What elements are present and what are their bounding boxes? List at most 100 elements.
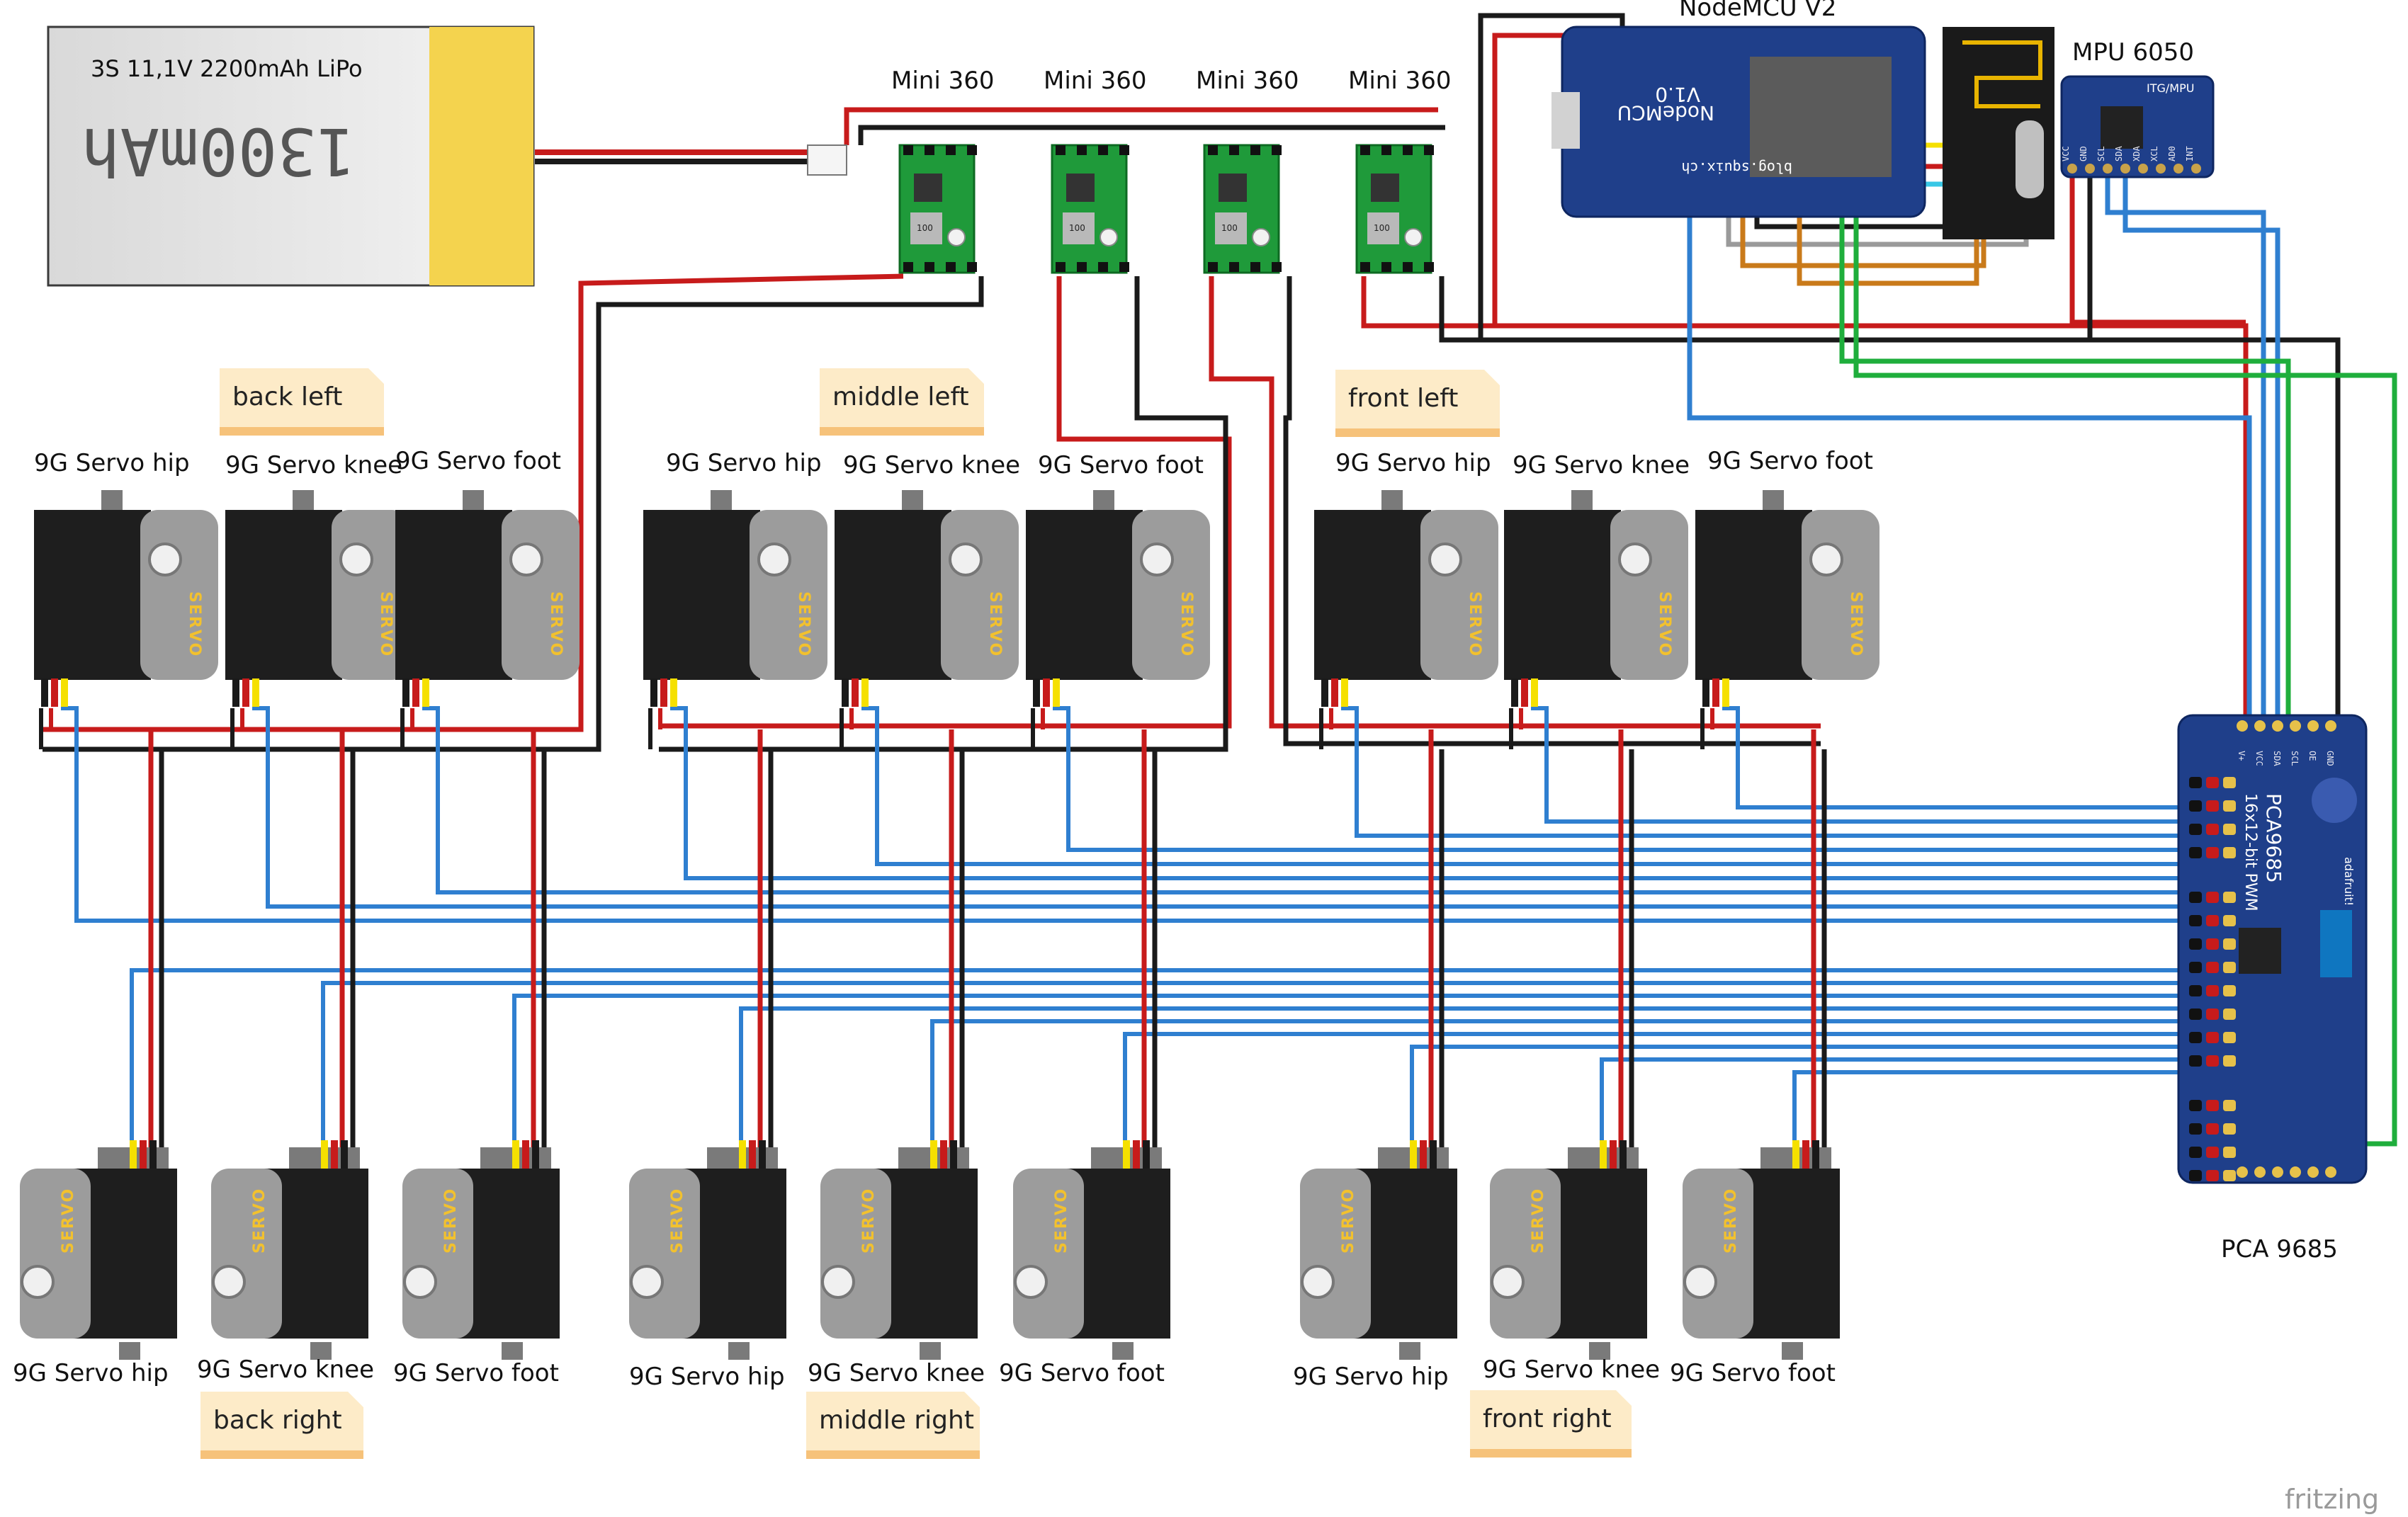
note-middle-right: middle right [806, 1392, 980, 1459]
nodemcu-url-text: blog.squix.ch [1681, 159, 1792, 176]
regulator-chip [1367, 212, 1399, 244]
servo-top-foot: SERVO [1026, 490, 1210, 707]
servo-lead [1430, 1140, 1437, 1169]
servo-horn [148, 542, 182, 576]
servo-lead [1420, 1140, 1427, 1169]
servo-signal-wire [1410, 1045, 2186, 1140]
regulator-pin [1098, 145, 1108, 155]
regulator-inductor [1219, 174, 1247, 202]
nodemcu-green-wire [1839, 205, 2291, 740]
pca-pin-label: SDA [2272, 751, 2282, 766]
servo-lead [1610, 1140, 1617, 1169]
servo-label-hip: 9G Servo hip [1293, 1363, 1449, 1391]
mpu-pin-label: INT [2185, 146, 2195, 161]
servo-word: SERVO [1053, 1188, 1070, 1254]
servo-bottom-foot: SERVO [1013, 1140, 1170, 1360]
fritzing-watermark: fritzing [2285, 1484, 2379, 1515]
servo-lead [61, 678, 68, 707]
servo-mount-tab [463, 490, 484, 511]
servo-lead [759, 1140, 766, 1169]
note-middle-left: middle left [820, 368, 984, 436]
pca-channel-pin [2223, 985, 2236, 996]
mpu-pin [2067, 164, 2077, 174]
servo-side-plate [1610, 510, 1688, 680]
pca-channel-pin [2223, 1170, 2236, 1181]
pca-channel-pin [2189, 1147, 2202, 1158]
servo-lead [842, 678, 849, 707]
regulator-label: Mini 360 [1044, 67, 1146, 95]
servo-signal-wire [252, 706, 2186, 909]
servo-lead [149, 1140, 157, 1169]
servo-signal-wire [61, 706, 2186, 923]
servo-horn [949, 542, 983, 576]
servo-lead [1722, 678, 1729, 707]
servo-word: SERVO [1530, 1188, 1547, 1254]
servo-lead [1043, 678, 1050, 707]
servo-mount-tab [101, 490, 123, 511]
servo-mount-tab [1589, 1342, 1610, 1360]
mpu-pin-label: AD0 [2167, 146, 2177, 161]
reg2-black-out [659, 276, 1228, 752]
servo-word: SERVO [1177, 591, 1195, 657]
pca-channel-pin [2189, 1032, 2202, 1043]
servo-word: SERVO [1722, 1188, 1740, 1254]
pca-pin [2325, 720, 2336, 732]
servo-signal-wire [512, 994, 2186, 1140]
servo-lead [670, 678, 677, 707]
servo-side-plate [1013, 1169, 1084, 1339]
regulator-pin [925, 262, 934, 272]
pca-board-text: PCA9685 [2262, 793, 2285, 883]
pca-channel-pin [2206, 892, 2219, 903]
pca-channel-pin [2223, 892, 2236, 903]
regulator-pin [1403, 262, 1413, 272]
servo-label-hip: 9G Servo hip [1335, 449, 1491, 477]
servo-word: SERVO [1847, 591, 1865, 657]
servo-horn [212, 1265, 246, 1299]
servo-mount-tab [293, 490, 314, 511]
note-bar [806, 1450, 980, 1459]
servo-signal-wire [739, 1006, 2186, 1140]
pca-board-subtext: 16x12-bit PWM [2242, 793, 2259, 911]
pca-channel-pin [2189, 1055, 2202, 1067]
mpu-label: MPU 6050 [2072, 38, 2194, 67]
servo-lead [242, 678, 249, 707]
servo-bottom-hip: SERVO [20, 1140, 177, 1360]
note-bar [200, 1450, 363, 1459]
servo-horn [339, 542, 373, 576]
pca-channel-pin [2206, 1123, 2219, 1135]
servo-top-foot: SERVO [1695, 490, 1880, 707]
servo-lead [522, 1140, 529, 1169]
servo-lead [1053, 678, 1060, 707]
pca-channel-pin [2189, 800, 2202, 812]
servo-lead [1712, 678, 1719, 707]
servo-label-knee: 9G Servo knee [1483, 1356, 1660, 1384]
nodemcu-esp-module [1750, 57, 1892, 177]
servo-horn [1618, 542, 1652, 576]
servo-mount-tab [310, 1342, 332, 1360]
servo-horn [1301, 1265, 1335, 1299]
servo-mount-tab [1112, 1342, 1134, 1360]
servo-body [225, 510, 342, 680]
regulator-pin [903, 262, 913, 272]
pca-channel-pin [2189, 915, 2202, 926]
servo-label-knee: 9G Servo knee [843, 451, 1020, 479]
servo-lead [1143, 1140, 1150, 1169]
pca-channel-pin [2206, 1055, 2219, 1067]
pca-pin [2237, 1166, 2248, 1178]
servo-label-knee: 9G Servo knee [197, 1356, 374, 1384]
servo-horn [757, 542, 791, 576]
regulator-pin [1056, 145, 1065, 155]
servo-top-hip: SERVO [1314, 490, 1498, 707]
pca-pin [2254, 720, 2266, 732]
battery-label: 3S 11,1V 2200mAh LiPo [91, 55, 363, 82]
servo-lead [1331, 678, 1338, 707]
regulator-pin [1381, 262, 1391, 272]
nrf-crystal [2016, 120, 2044, 198]
mpu-pin [2174, 164, 2183, 174]
signal-wires [61, 706, 2186, 1140]
